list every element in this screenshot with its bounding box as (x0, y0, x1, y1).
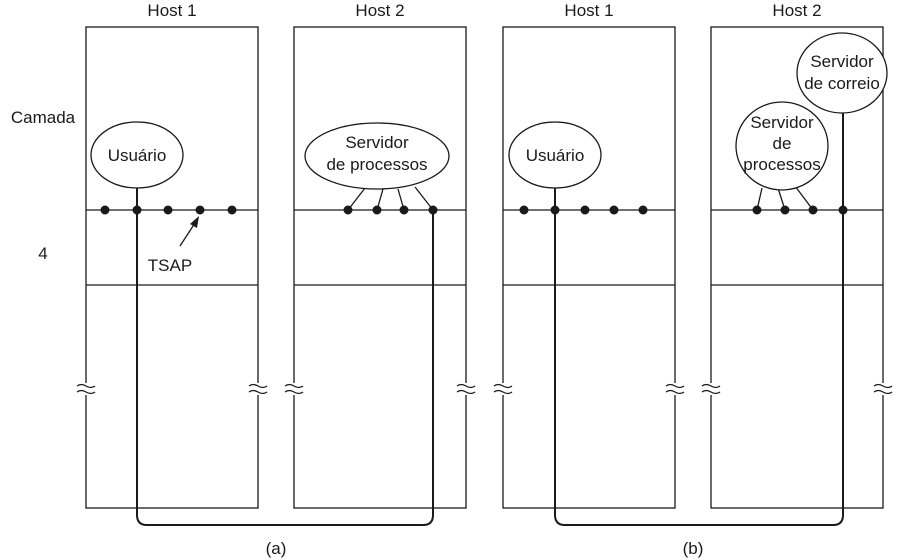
svg-text:Usuário: Usuário (108, 146, 167, 165)
tsap-dot (163, 205, 173, 215)
svg-text:Servidor: Servidor (750, 113, 814, 132)
tsap-dot (100, 205, 110, 215)
host-box-b2 (710, 26, 884, 509)
layer-label: Camada (11, 108, 76, 127)
host-title: Host 2 (355, 1, 404, 20)
host-title: Host 1 (564, 1, 613, 20)
user-process-b: Usuário (508, 121, 602, 189)
tsap-dot (195, 205, 205, 215)
mail-server-b: Servidor de correio (796, 32, 888, 114)
break-mark-icon (76, 383, 96, 395)
tsap-annotation: TSAP (148, 216, 199, 275)
caption-b: (b) (683, 539, 704, 558)
tsap-dot (372, 205, 382, 215)
break-mark-icon (284, 383, 304, 395)
host-title: Host 2 (772, 1, 821, 20)
tsap-dot (519, 205, 529, 215)
tsap-dot (550, 205, 560, 215)
user-process-a: Usuário (90, 121, 184, 189)
layer-number: 4 (38, 244, 47, 263)
tsap-dot (609, 205, 619, 215)
caption-a: (a) (266, 539, 287, 558)
connection-b (554, 113, 844, 526)
process-server-a: Servidor de processos (304, 122, 450, 190)
break-mark-icon (493, 383, 513, 395)
tsap-dot (580, 205, 590, 215)
connection-a (136, 210, 434, 526)
tsap-dot (780, 205, 790, 215)
tsap-dot (638, 205, 648, 215)
tsap-dot (428, 205, 438, 215)
break-marks (76, 383, 893, 395)
break-mark-icon (873, 383, 893, 395)
tsap-dot (132, 205, 142, 215)
tsap-dot (808, 205, 818, 215)
tsap-dot (343, 205, 353, 215)
process-server-b: Servidor de processos (735, 101, 829, 191)
break-mark-icon (701, 383, 721, 395)
svg-text:Servidor: Servidor (810, 52, 874, 71)
tsap-dots (100, 205, 848, 215)
process-server-links-a (347, 186, 434, 211)
break-mark-icon (456, 383, 476, 395)
break-mark-icon (665, 383, 685, 395)
svg-text:de: de (773, 134, 792, 153)
svg-text:de correio: de correio (804, 74, 880, 93)
host-box-b1 (502, 26, 676, 509)
host-box-a2 (293, 26, 467, 509)
tsap-label: TSAP (148, 256, 192, 275)
svg-text:Usuário: Usuário (526, 146, 585, 165)
svg-text:Servidor: Servidor (345, 133, 409, 152)
break-mark-icon (248, 383, 268, 395)
tsap-dot (838, 205, 848, 215)
host-title: Host 1 (147, 1, 196, 20)
tsap-dot (752, 205, 762, 215)
tsap-dot (399, 205, 409, 215)
svg-text:processos: processos (743, 155, 820, 174)
arrow-head-icon (190, 216, 199, 228)
tsap-dot (227, 205, 237, 215)
svg-text:de processos: de processos (326, 155, 427, 174)
